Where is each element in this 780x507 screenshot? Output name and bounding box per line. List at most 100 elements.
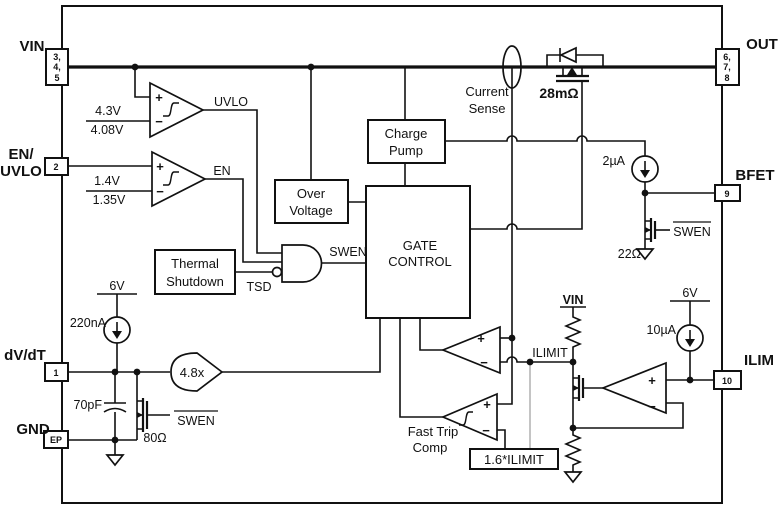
wires [68, 67, 715, 472]
wire-vin-to-uvlo-comp [134, 67, 150, 98]
pin-number: 7, [723, 62, 731, 72]
pin-label-ilim: ILIM [744, 352, 774, 369]
pin-box-bfet [714, 184, 741, 202]
pin-number: 3, [53, 52, 61, 62]
fast-trip-label: Fast Trip [408, 424, 459, 439]
resistor-vin-ilimit [563, 315, 583, 350]
pin-box-ilim [713, 370, 742, 390]
junction-dot [641, 189, 649, 197]
ilim-current-value: 10µA [647, 323, 677, 337]
pin-label-bfet: BFET [735, 167, 774, 184]
swen-bar-label: SWEN [177, 414, 215, 428]
mosfet-arrow [137, 412, 143, 418]
wire-fasttrip-out [399, 318, 443, 418]
uvlo-falling-threshold: 4.08V [91, 123, 124, 137]
ilimit-label: ILIMIT [532, 346, 568, 360]
minus-sign: − [480, 355, 488, 370]
resistor-ilimit-gnd [563, 433, 583, 468]
wire-chargepump-out [445, 135, 646, 156]
inverter-bubble-icon [271, 266, 283, 278]
current-limit-comparator [440, 325, 501, 375]
pin-label-uvlo: UVLO [0, 163, 42, 180]
power-mosfet [546, 46, 604, 83]
ilim-rail-voltage: 6V [682, 286, 698, 300]
ground-icon [635, 248, 655, 261]
ground-icon [563, 471, 583, 484]
bfet-resistor-value: 22Ω [618, 247, 641, 261]
dvdt-current-source [103, 316, 131, 344]
junction-dot [569, 358, 577, 366]
hysteresis-icon [163, 171, 179, 186]
en-signal-label: EN [213, 164, 230, 178]
junction-dot [569, 424, 577, 432]
current-sense-label: Current [465, 84, 509, 99]
pin-number: 5 [54, 73, 59, 83]
charge-pump-block [367, 119, 446, 164]
wire-en-out [205, 178, 282, 263]
fast-trip-comparator [440, 392, 498, 442]
pin-box-out [715, 48, 740, 86]
plus-sign: + [477, 331, 485, 346]
cap-plate-bottom [103, 407, 127, 413]
bfet-pullup-current: 2µA [603, 154, 626, 168]
minus-sign: − [482, 423, 490, 438]
pin-label-dvdt: dV/dT [4, 347, 46, 364]
power-mosfet-arrow [567, 67, 577, 75]
en-comparator [151, 150, 207, 208]
pin-number: 4, [53, 62, 61, 72]
pin-label-vin: VIN [19, 38, 44, 55]
wire-gain-out [222, 318, 381, 373]
power-mosfet-stubs [562, 67, 583, 76]
wire-gatecontrol-to-fetgate [470, 81, 583, 230]
vin-internal-label: VIN [563, 293, 584, 307]
uvlo-comparator [149, 81, 205, 139]
minus-sign: − [156, 184, 164, 199]
ground-icon [105, 454, 125, 467]
pin-number: 2 [53, 162, 58, 172]
pin-box-gnd [43, 430, 69, 449]
thermal-shutdown-label: Shutdown [166, 274, 224, 289]
swen-bar-label: SWEN [673, 225, 711, 239]
tsd-signal-label: TSD [247, 280, 272, 294]
gate-control-label: CONTROL [388, 254, 452, 269]
ilim-current-source [676, 324, 704, 352]
dvdt-gain-amp [170, 352, 224, 392]
junction-dot [111, 436, 119, 444]
minus-sign: − [648, 399, 656, 414]
uvlo-rising-threshold: 4.3V [95, 104, 121, 118]
dvdt-discharge-mosfet [137, 398, 170, 432]
charge-pump-label: Pump [389, 143, 423, 158]
minus-sign: − [155, 114, 163, 129]
mosfet-arrow [645, 227, 651, 233]
ilim-opamp [600, 361, 667, 415]
en-falling-threshold: 1.35V [93, 193, 126, 207]
current-sense-loop [502, 45, 522, 89]
pin-box-dvdt [44, 362, 69, 382]
junction-dot [526, 358, 534, 366]
dvdt-current-value: 220nA [70, 316, 107, 330]
uvlo-signal-label: UVLO [214, 95, 248, 109]
ilim-mosfet [573, 375, 603, 401]
junction-dot [111, 368, 119, 376]
limit-ref-block [469, 448, 559, 470]
dvdt-cap-value: 70pF [74, 398, 103, 412]
body-diode-loop [546, 54, 604, 67]
over-voltage-label: Over [297, 186, 326, 201]
pin-label-en: EN/ [8, 146, 34, 163]
pin-number: 6, [723, 52, 731, 62]
pin-box-vin [45, 48, 69, 86]
charge-pump-label: Charge [385, 126, 428, 141]
dvdt-rail-voltage: 6V [109, 279, 125, 293]
pin-number: 1 [53, 368, 58, 378]
bfet-current-source [631, 155, 659, 183]
dvdt-gain-value: 4.8x [180, 365, 205, 380]
body-diode [558, 46, 577, 64]
swen-and-gate [281, 244, 323, 283]
current-source-arrow [640, 170, 650, 178]
junction-dots [111, 63, 694, 444]
junction-dot [686, 376, 694, 384]
rdson-value: 28mΩ [539, 85, 578, 101]
mosfet-arrow [573, 385, 579, 391]
pin-number: 9 [724, 189, 729, 199]
